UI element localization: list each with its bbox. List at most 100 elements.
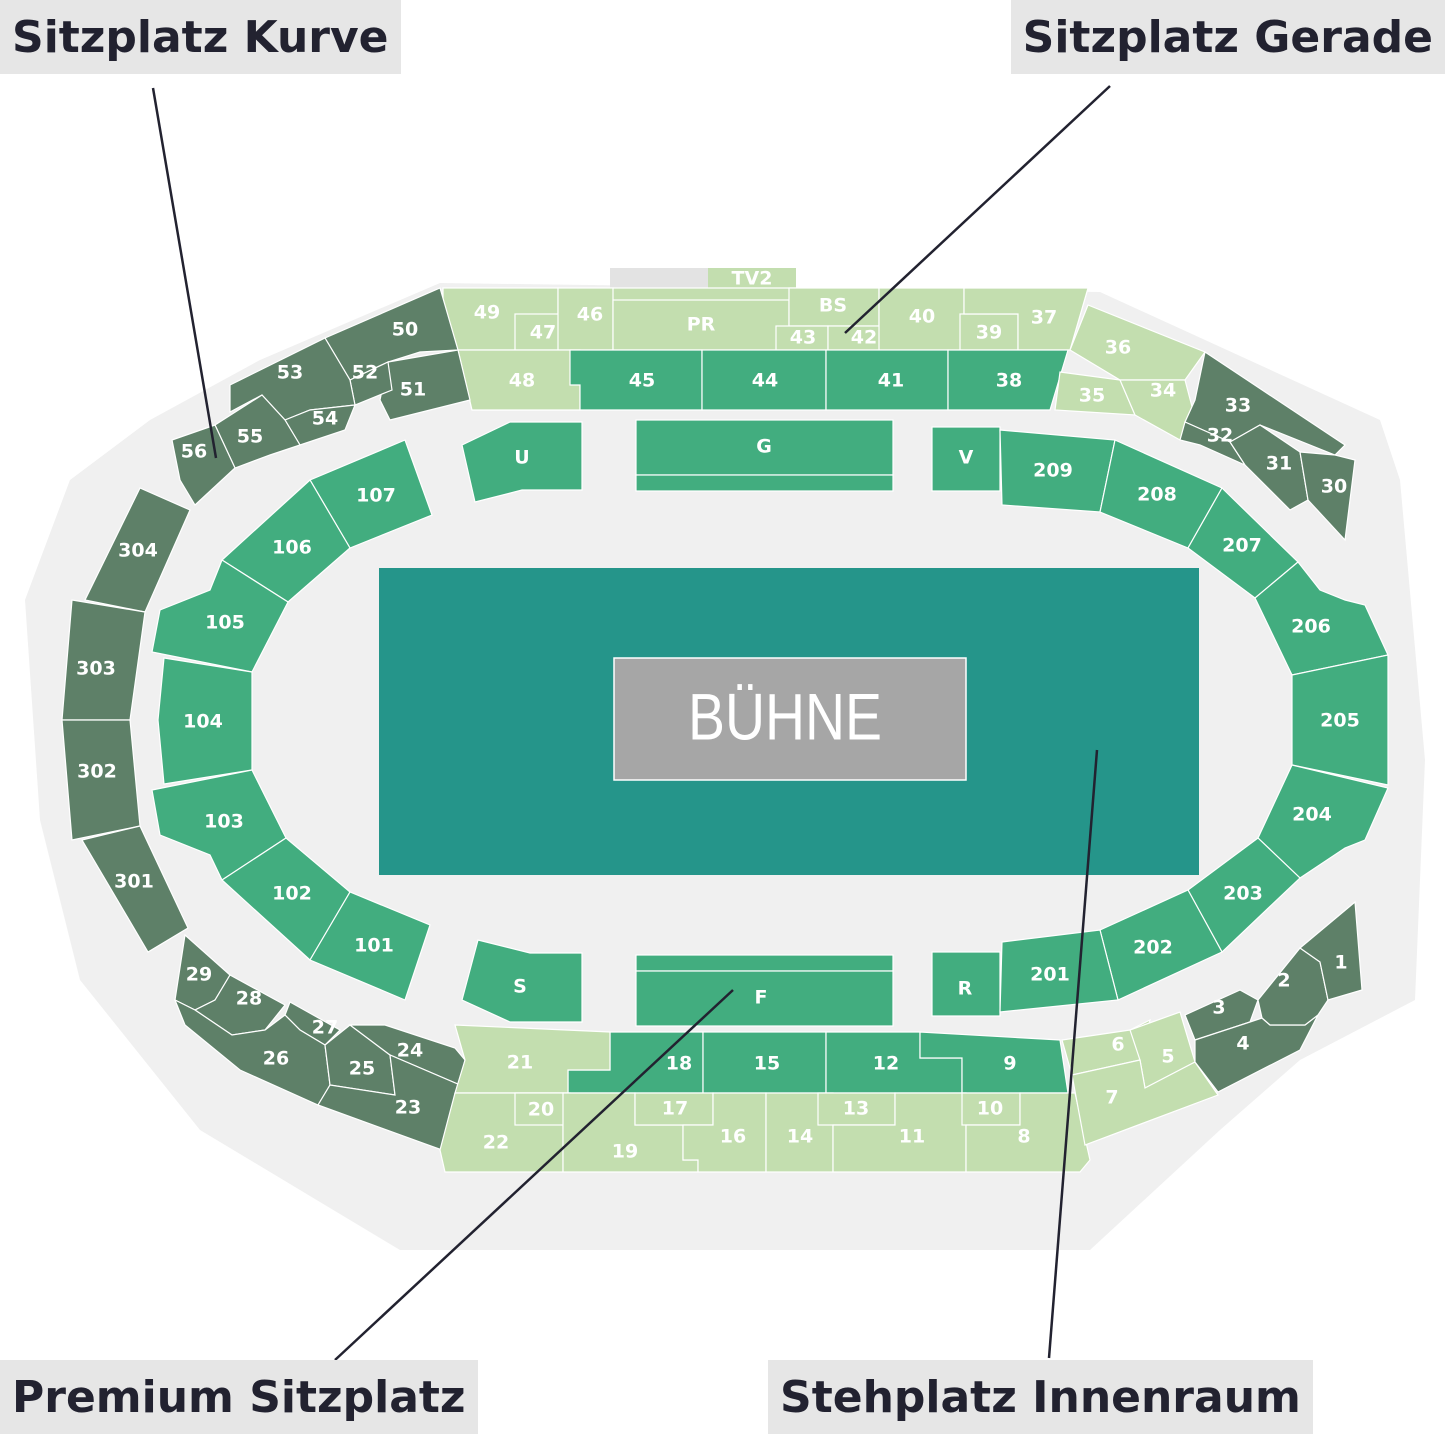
section-13-label: 13 — [843, 1098, 869, 1120]
section-53-label: 53 — [277, 362, 303, 384]
section-10[interactable] — [961, 1092, 1021, 1126]
section-f-upper[interactable] — [635, 954, 894, 972]
bottom-right-curve-sections: 6 5 7 3 4 2 1 — [1061, 900, 1363, 1146]
section-u[interactable] — [461, 421, 583, 503]
section-pr-label: PR — [687, 314, 716, 336]
section-29-label: 29 — [186, 964, 212, 986]
section-52-label: 52 — [352, 362, 378, 384]
section-209-label: 209 — [1033, 460, 1073, 482]
section-43-label: 43 — [790, 327, 816, 349]
section-33-label: 33 — [1225, 395, 1251, 417]
left-outer-sections: 304 303 302 301 — [61, 487, 191, 953]
section-28-label: 28 — [236, 988, 262, 1010]
section-201[interactable] — [999, 929, 1119, 1013]
floor-blocks: U G V S F R — [461, 419, 1001, 1027]
section-3-label: 3 — [1212, 997, 1225, 1019]
section-g-label: G — [756, 436, 772, 458]
section-38[interactable] — [947, 349, 1069, 411]
section-tv2[interactable] — [708, 268, 796, 288]
section-206[interactable] — [1254, 561, 1389, 676]
section-bs[interactable] — [788, 287, 880, 327]
callout-stehplatz-innenraum-text: Stehplatz Innenraum — [780, 1372, 1301, 1423]
section-31-label: 31 — [1266, 453, 1292, 475]
section-11-label: 11 — [899, 1126, 925, 1148]
leader-line-sitzplatz-gerade — [844, 85, 1111, 334]
section-105-label: 105 — [205, 612, 245, 634]
section-303-label: 303 — [76, 658, 116, 680]
section-15-label: 15 — [754, 1053, 780, 1075]
left-inner-sections: 107 106 105 104 103 102 101 — [151, 439, 433, 1001]
section-f[interactable] — [635, 970, 894, 1027]
section-18-label: 18 — [666, 1053, 692, 1075]
section-21[interactable] — [454, 1024, 611, 1094]
section-10-label: 10 — [977, 1098, 1003, 1120]
section-40[interactable] — [878, 287, 965, 351]
section-32-label: 32 — [1207, 425, 1233, 447]
section-45-label: 45 — [629, 370, 655, 392]
section-1[interactable] — [1299, 900, 1363, 1001]
section-56[interactable] — [171, 424, 236, 506]
section-30-label: 30 — [1321, 476, 1347, 498]
section-39[interactable] — [959, 313, 1019, 351]
section-206-label: 206 — [1291, 616, 1331, 638]
section-22-label: 22 — [483, 1132, 509, 1154]
leader-line-stehplatz-innenraum — [1047, 749, 1099, 1359]
section-u-label: U — [514, 447, 529, 469]
right-inner-sections: 209 208 207 206 205 204 203 202 201 — [999, 429, 1389, 1013]
section-g-lower[interactable] — [635, 474, 894, 492]
section-301[interactable] — [81, 825, 189, 953]
section-s-label: S — [513, 976, 527, 998]
section-101[interactable] — [309, 891, 431, 1001]
section-s[interactable] — [461, 939, 583, 1023]
callout-premium-sitzplatz: Premium Sitzplatz — [0, 1360, 478, 1434]
section-13[interactable] — [817, 1092, 896, 1126]
stage — [613, 657, 967, 781]
section-205[interactable] — [1291, 654, 1389, 786]
section-26[interactable] — [173, 998, 331, 1106]
section-44[interactable] — [701, 349, 827, 411]
callout-sitzplatz-gerade-text: Sitzplatz Gerade — [1022, 12, 1433, 63]
leader-line-premium-sitzplatz — [334, 989, 734, 1361]
section-23-label: 23 — [395, 1097, 421, 1119]
section-7-label: 7 — [1105, 1087, 1118, 1109]
section-104[interactable] — [157, 657, 253, 785]
section-102-label: 102 — [272, 883, 312, 905]
section-54[interactable] — [284, 404, 356, 446]
section-49-label: 49 — [474, 302, 500, 324]
section-21-label: 21 — [507, 1052, 533, 1074]
section-104-label: 104 — [183, 711, 223, 733]
section-v[interactable] — [931, 426, 1001, 492]
section-41[interactable] — [825, 349, 949, 411]
section-34-label: 34 — [1150, 380, 1176, 402]
section-48-label: 48 — [509, 370, 535, 392]
section-205-label: 205 — [1320, 710, 1360, 732]
bottom-left-curve-sections: 29 28 27 26 25 24 23 — [173, 933, 466, 1151]
section-40-label: 40 — [909, 306, 935, 328]
section-20-label: 20 — [528, 1099, 554, 1121]
section-20[interactable] — [514, 1092, 571, 1126]
section-14-label: 14 — [787, 1126, 813, 1148]
section-12-label: 12 — [873, 1053, 899, 1075]
section-47-label: 47 — [530, 322, 556, 344]
section-9-label: 9 — [1003, 1053, 1016, 1075]
section-55-label: 55 — [237, 426, 263, 448]
section-r[interactable] — [931, 951, 1001, 1017]
section-17[interactable] — [634, 1092, 714, 1126]
callout-premium-sitzplatz-text: Premium Sitzplatz — [12, 1372, 466, 1423]
section-202-label: 202 — [1133, 937, 1173, 959]
section-101-label: 101 — [354, 935, 394, 957]
section-56-label: 56 — [181, 441, 207, 463]
section-1-label: 1 — [1334, 952, 1347, 974]
section-3[interactable] — [1184, 989, 1259, 1041]
bottom-straight-sections: 18 15 12 9 21 22 20 19 17 16 14 13 11 10… — [439, 1024, 1091, 1173]
section-41-label: 41 — [878, 370, 904, 392]
section-15[interactable] — [702, 1031, 827, 1094]
section-32[interactable] — [1179, 421, 1247, 467]
callout-leader-lines — [151, 85, 1111, 1361]
section-103-label: 103 — [204, 811, 244, 833]
section-g[interactable] — [635, 419, 894, 476]
callout-stehplatz-innenraum: Stehplatz Innenraum — [768, 1360, 1313, 1434]
section-30[interactable] — [1299, 451, 1356, 542]
section-304-label: 304 — [118, 540, 158, 562]
